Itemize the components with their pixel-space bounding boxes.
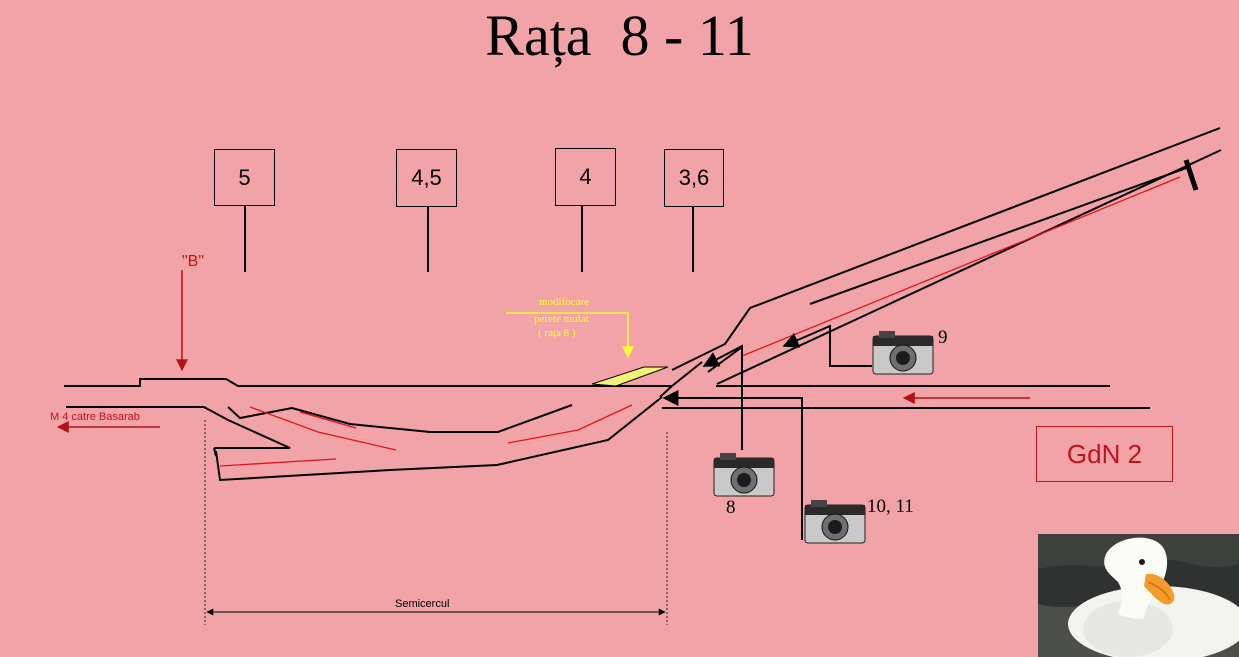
camera-10-view	[662, 390, 803, 540]
annotation-line-2: perete mulat	[534, 313, 589, 325]
section-box-5: 5	[214, 149, 275, 206]
direction-basarab-label: M 4 catre Basarab	[50, 411, 140, 423]
annotation-line-1: modifocare	[539, 296, 590, 308]
camera-icon	[804, 500, 866, 544]
ramp-lower	[215, 396, 663, 482]
annotation-line-3: ( rața 8 )	[538, 327, 576, 339]
bridge-neck-upper	[671, 127, 1221, 371]
modified-wall-patch	[591, 366, 669, 387]
route-left-upper	[249, 406, 397, 451]
bridge-left-upper	[671, 361, 703, 387]
gdn-box: GdN 2	[1036, 426, 1173, 482]
page-title: Rața 8 - 11	[485, 3, 754, 68]
camera-9-label: 9	[938, 327, 948, 348]
route-mid-upper	[299, 411, 357, 429]
semicircle-label: Semicercul	[395, 598, 450, 610]
camera-8-view	[702, 344, 743, 450]
route-left-lower	[219, 458, 337, 467]
camera-9-view	[782, 324, 872, 367]
section-box-4: 4	[555, 148, 616, 206]
annotation-arrow	[506, 312, 634, 359]
road-edge-bottom	[66, 406, 291, 449]
gdn-label: GdN 2	[1066, 438, 1143, 469]
section-label: 3,6	[678, 165, 710, 190]
section-label: 4	[579, 164, 592, 189]
section-label: 5	[238, 164, 251, 190]
duck-photo	[1038, 534, 1239, 657]
road-edge-top	[64, 378, 672, 387]
section-box-3-6: 3,6	[664, 149, 724, 207]
route-mid-lower	[507, 404, 633, 444]
road-edges	[64, 127, 1222, 482]
camera-10-11-label: 10, 11	[867, 496, 914, 517]
section-label: 4,5	[411, 165, 442, 190]
red-routes	[219, 176, 1181, 467]
bridge-end-bar	[1183, 159, 1199, 191]
route-bridge	[741, 176, 1181, 357]
bridge-lane-upper	[809, 166, 1190, 305]
camera-8-label: 8	[726, 497, 736, 518]
section-box-4-5: 4,5	[396, 149, 457, 207]
bridge-neck-lower	[707, 346, 743, 373]
marker-b-label: "B"	[182, 253, 205, 270]
section-ticks	[244, 206, 694, 272]
camera-icon	[872, 331, 934, 375]
bridge-lane-lower	[716, 149, 1222, 385]
ramp-top-cap	[213, 447, 217, 457]
ramp-upper	[227, 404, 573, 433]
camera-icon	[713, 453, 775, 497]
main-road-mid	[659, 385, 673, 398]
